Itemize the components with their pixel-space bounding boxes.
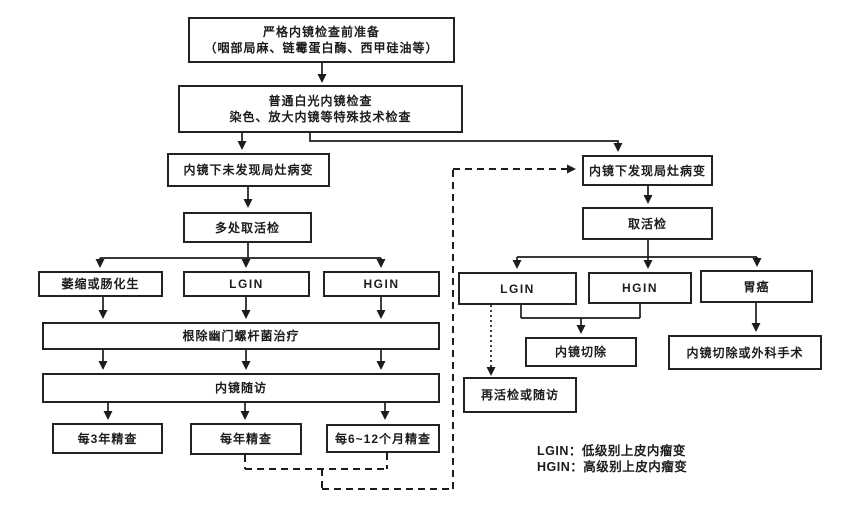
node-lgin-left: LGIN [183,271,310,297]
node-rebiopsy-followup-label: 再活检或随访 [480,388,559,402]
node-exam-line2: 染色、放大内镜等特殊技术检查 [229,110,412,124]
node-lgin-right: LGIN [458,272,577,305]
solid-connectors [95,63,762,420]
node-multi-biopsy: 多处取活检 [183,212,312,243]
node-endoscopy-followup-label: 内镜随访 [214,381,267,395]
node-every-6-12mo-label: 每6~12个月精查 [334,431,432,446]
node-rebiopsy-followup: 再活检或随访 [463,377,577,413]
node-endoscopic-resection-label: 内镜切除 [554,345,607,359]
legend-lgin: LGIN：低级别上皮内瘤变 [537,444,686,458]
node-gastric-cancer-label: 胃癌 [743,279,770,294]
node-atrophy-label: 萎缩或肠化生 [61,277,140,291]
node-resection-or-surgery-label: 内镜切除或外科手术 [686,345,804,360]
dashed-feedback-loop [244,164,576,490]
legend: LGIN：低级别上皮内瘤变 HGIN：高级别上皮内瘤变 [537,444,687,475]
node-every-6-12mo: 每6~12个月精查 [326,424,440,453]
node-gastric-cancer: 胃癌 [700,270,813,303]
node-no-lesion-label: 内镜下未发现局灶病变 [183,163,314,177]
node-atrophy: 萎缩或肠化生 [38,271,163,297]
node-resection-or-surgery: 内镜切除或外科手术 [668,335,822,370]
node-every-1yr: 每年精查 [190,423,302,455]
legend-hgin: HGIN：高级别上皮内瘤变 [537,459,688,474]
node-hp-eradication-label: 根除幽门螺杆菌治疗 [182,329,300,343]
node-endoscopic-resection: 内镜切除 [525,337,637,367]
node-every-1yr-label: 每年精查 [219,432,272,446]
node-exam-line1: 普通白光内镜检查 [268,94,373,108]
node-lgin-left-label: LGIN [229,277,264,291]
node-exam: 普通白光内镜检查 染色、放大内镜等特殊技术检查 [178,85,463,133]
node-no-lesion: 内镜下未发现局灶病变 [167,153,330,187]
node-every-3yr: 每3年精查 [52,423,163,454]
node-hgin-left: HGIN [323,271,440,297]
node-multi-biopsy-label: 多处取活检 [214,220,280,235]
node-hgin-left-label: HGIN [363,277,400,291]
node-endoscopy-followup: 内镜随访 [42,373,440,403]
node-hp-eradication: 根除幽门螺杆菌治疗 [42,322,440,350]
node-prep: 严格内镜检查前准备 （咽部局麻、链霉蛋白酶、西甲硅油等） [188,17,455,63]
node-lesion-found-label: 内镜下发现局灶病变 [588,163,706,178]
node-prep-line2: （咽部局麻、链霉蛋白酶、西甲硅油等） [204,41,439,55]
node-lgin-right-label: LGIN [500,281,535,296]
node-biopsy-label: 取活检 [627,216,667,231]
node-lesion-found: 内镜下发现局灶病变 [582,155,713,186]
node-hgin-right: HGIN [588,272,692,304]
node-hgin-right-label: HGIN [622,281,658,295]
node-prep-line1: 严格内镜检查前准备 [262,25,380,39]
node-every-3yr-label: 每3年精查 [77,431,138,446]
node-biopsy: 取活检 [582,207,713,240]
